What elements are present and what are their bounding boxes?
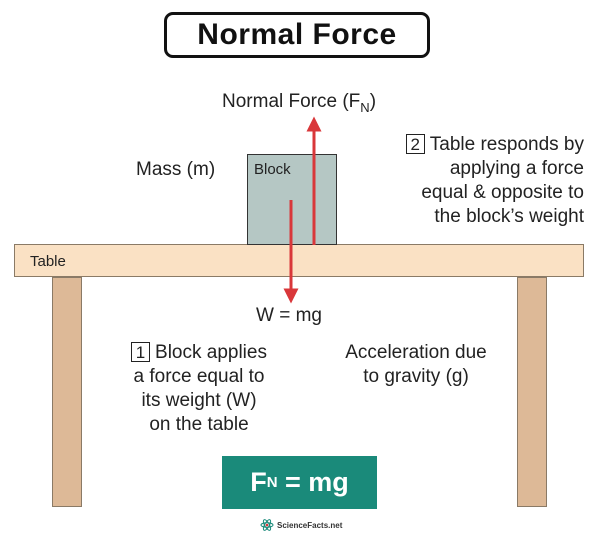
step-1-line: on the table <box>149 414 249 435</box>
weight-label: W = mg <box>256 305 322 326</box>
formula-subscript: N <box>266 474 278 491</box>
step-2-number: 2 <box>405 134 425 154</box>
step-2-line: equal & opposite to <box>421 182 584 203</box>
atom-icon <box>260 519 274 531</box>
table-leg-right <box>517 277 547 507</box>
mass-label: Mass (m) <box>136 159 216 180</box>
acceleration-line: Acceleration due <box>345 342 487 363</box>
formula-lhs: F <box>250 467 267 497</box>
block-label: Block <box>254 161 291 178</box>
acceleration-label: Acceleration due to gravity (g) <box>318 341 514 389</box>
table-label: Table <box>30 253 66 270</box>
normal-force-label-text: Normal Force (F <box>222 91 361 112</box>
step-2-line: applying a force <box>449 158 584 179</box>
formula-rhs: = mg <box>277 467 349 497</box>
sciencefacts-logo: ScienceFacts.net <box>260 519 342 531</box>
step-1-line: its weight (W) <box>141 390 257 411</box>
acceleration-line: to gravity (g) <box>363 366 469 387</box>
normal-force-label-close: ) <box>369 91 377 112</box>
step-1-number: 1 <box>131 342 151 362</box>
step-1-line: a force equal to <box>133 366 265 387</box>
table-top <box>14 244 584 277</box>
normal-force-subscript: N <box>360 99 370 115</box>
page-title: Normal Force <box>164 12 430 58</box>
table-leg-left <box>52 277 82 507</box>
logo-text: ScienceFacts.net <box>277 520 343 530</box>
normal-force-label: Normal Force (FN) <box>222 91 376 115</box>
step-2-line: the block’s weight <box>434 206 584 227</box>
